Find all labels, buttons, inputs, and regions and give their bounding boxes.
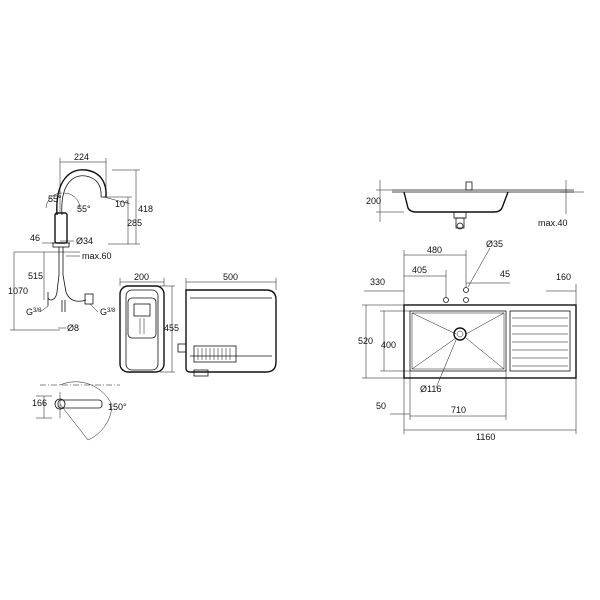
faucet-swivel-plan: 166 150° — [32, 381, 127, 441]
dim-dia116: Ø116 — [420, 384, 441, 394]
thread-right-label: G — [100, 307, 107, 317]
sink-top-plan: 480 Ø35 405 45 330 160 520 400 Ø116 50 — [358, 239, 577, 442]
sink-side-section: 200 max.40 — [366, 180, 584, 230]
thread-left-fraction: 3/8 — [33, 308, 42, 314]
faucet-elevation: 224 418 285 10° 55° 55° 46 Ø34 max.60 51… — [8, 152, 153, 333]
thread-right-fraction: 3/8 — [107, 308, 116, 314]
dim-46: 46 — [30, 233, 40, 243]
dim-515: 515 — [28, 271, 43, 281]
dim-710: 710 — [451, 405, 466, 415]
dim-330: 330 — [370, 277, 385, 287]
dim-angle-right: 55° — [77, 204, 91, 214]
dim-dia8: Ø8 — [67, 323, 79, 333]
boiler-vent-grille — [197, 348, 231, 360]
dim-520: 520 — [358, 336, 373, 346]
boiler-side: 500 — [177, 272, 277, 377]
dim-480: 480 — [427, 245, 442, 255]
dim-285: 285 — [127, 218, 142, 228]
dim-160: 160 — [556, 272, 571, 282]
dim-150deg: 150° — [108, 402, 127, 412]
dim-1070: 1070 — [8, 286, 28, 296]
thread-left-label: G — [26, 307, 33, 317]
dim-50: 50 — [376, 401, 386, 411]
dim-200-sink: 200 — [366, 196, 381, 206]
dim-dia35: Ø35 — [486, 239, 503, 249]
dim-angle-left: 55° — [48, 194, 62, 204]
dim-45: 45 — [500, 269, 510, 279]
dim-224: 224 — [74, 152, 89, 162]
dim-455: 455 — [164, 323, 179, 333]
dim-dia34: Ø34 — [76, 236, 93, 246]
dim-10deg: 10° — [115, 199, 129, 209]
dim-200-boiler: 200 — [134, 272, 149, 282]
dim-418: 418 — [138, 204, 153, 214]
dim-405: 405 — [412, 265, 427, 275]
boiler-front: 200 455 — [119, 272, 179, 373]
dim-1160: 1160 — [476, 432, 495, 442]
dim-max60: max.60 — [82, 251, 112, 261]
dim-400: 400 — [381, 340, 396, 350]
dim-max40: max.40 — [538, 218, 568, 228]
dim-166: 166 — [32, 398, 47, 408]
dim-500: 500 — [223, 272, 238, 282]
